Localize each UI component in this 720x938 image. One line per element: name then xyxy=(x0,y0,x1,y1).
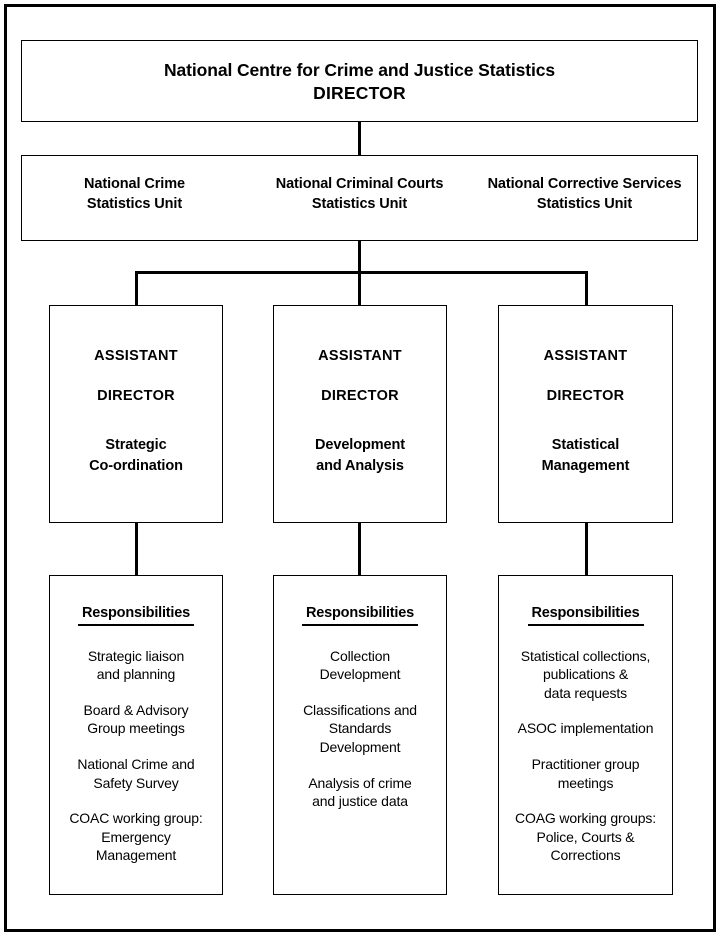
connector-units-down xyxy=(358,240,361,273)
ad-3-title-line2: DIRECTOR xyxy=(546,387,625,404)
ad-2-title-line2: DIRECTOR xyxy=(321,387,399,404)
responsibilities-list-2: Collection Development Classifications a… xyxy=(274,647,446,811)
unit-1-line1: National Crime xyxy=(84,176,185,192)
ad-2-area-line2: and Analysis xyxy=(316,457,404,474)
assistant-director-box-development-analysis: ASSISTANT DIRECTOR Development and Analy… xyxy=(273,305,447,523)
responsibilities-box-strategic-coordination: Responsibilities Strategic liaison and p… xyxy=(49,575,223,895)
connector-ad2-to-resp2 xyxy=(358,521,361,576)
unit-national-crime-statistics: National Crime Statistics Unit xyxy=(22,174,247,214)
ad-1-area-line1: Strategic xyxy=(105,437,167,453)
responsibilities-box-development-analysis: Responsibilities Collection Development … xyxy=(273,575,447,895)
unit-3-line2: Statistics Unit xyxy=(536,196,633,212)
ad-1-area-line2: Co-ordination xyxy=(89,457,183,474)
connector-distribution-bar xyxy=(135,271,587,274)
list-item: Strategic liaison and planning xyxy=(87,647,185,683)
unit-national-criminal-courts-statistics: National Criminal Courts Statistics Unit xyxy=(247,174,472,214)
list-item: Practitioner group meetings xyxy=(531,755,640,791)
list-item: Collection Development xyxy=(319,647,401,683)
director-box: National Centre for Crime and Justice St… xyxy=(21,40,698,122)
ad-1-area: Strategic Co-ordination xyxy=(89,435,183,476)
list-item: ASOC implementation xyxy=(517,720,654,737)
director-title: National Centre for Crime and Justice St… xyxy=(164,59,555,105)
ad-1-title-line2: DIRECTOR xyxy=(97,387,175,404)
ad-3-title-line1: ASSISTANT xyxy=(543,348,628,364)
director-title-line1: National Centre for Crime and Justice St… xyxy=(163,60,555,80)
responsibilities-heading-3: Responsibilities xyxy=(527,606,644,626)
connector-director-to-units xyxy=(358,121,361,156)
ad-1-title-line1: ASSISTANT xyxy=(94,348,178,364)
list-item: National Crime and Safety Survey xyxy=(77,755,195,791)
responsibilities-list-3: Statistical collections, publications & … xyxy=(499,647,672,865)
ad-3-area: Statistical Management xyxy=(542,435,630,476)
list-item: COAC working group: Emergency Management xyxy=(69,810,203,864)
director-title-line2: DIRECTOR xyxy=(313,83,406,104)
connector-bar-to-ad-2 xyxy=(358,271,361,306)
responsibilities-heading-2: Responsibilities xyxy=(302,606,418,626)
ad-2-title-line1: ASSISTANT xyxy=(318,348,402,364)
connector-bar-to-ad-1 xyxy=(135,271,138,306)
list-item: Statistical collections, publications & … xyxy=(520,647,651,701)
responsibilities-heading-1: Responsibilities xyxy=(78,606,194,626)
connector-ad1-to-resp1 xyxy=(135,521,138,576)
connector-bar-to-ad-3 xyxy=(585,271,588,306)
ad-2-area-line1: Development xyxy=(315,437,405,453)
assistant-director-box-statistical-management: ASSISTANT DIRECTOR Statistical Managemen… xyxy=(498,305,673,523)
ad-2-area: Development and Analysis xyxy=(315,435,405,476)
responsibilities-box-statistical-management: Responsibilities Statistical collections… xyxy=(498,575,673,895)
responsibilities-list-1: Strategic liaison and planning Board & A… xyxy=(50,647,222,865)
list-item: Board & Advisory Group meetings xyxy=(83,701,189,737)
list-item: COAG working groups: Police, Courts & Co… xyxy=(515,810,656,864)
assistant-director-box-strategic-coordination: ASSISTANT DIRECTOR Strategic Co-ordinati… xyxy=(49,305,223,523)
ad-3-area-line1: Statistical xyxy=(551,437,620,453)
unit-2-line2: Statistics Unit xyxy=(311,196,408,212)
ad-3-area-line2: Management xyxy=(541,457,630,474)
unit-1-line2: Statistics Unit xyxy=(86,196,183,212)
list-item: Analysis of crime and justice data xyxy=(308,774,412,810)
unit-2-line1: National Criminal Courts xyxy=(275,176,444,192)
statistics-units-box: National Crime Statistics Unit National … xyxy=(21,155,698,241)
unit-3-line1: National Corrective Services xyxy=(487,176,682,192)
unit-national-corrective-services-statistics: National Corrective Services Statistics … xyxy=(472,174,697,214)
connector-ad3-to-resp3 xyxy=(585,521,588,576)
list-item: Classifications and Standards Developmen… xyxy=(303,701,417,755)
